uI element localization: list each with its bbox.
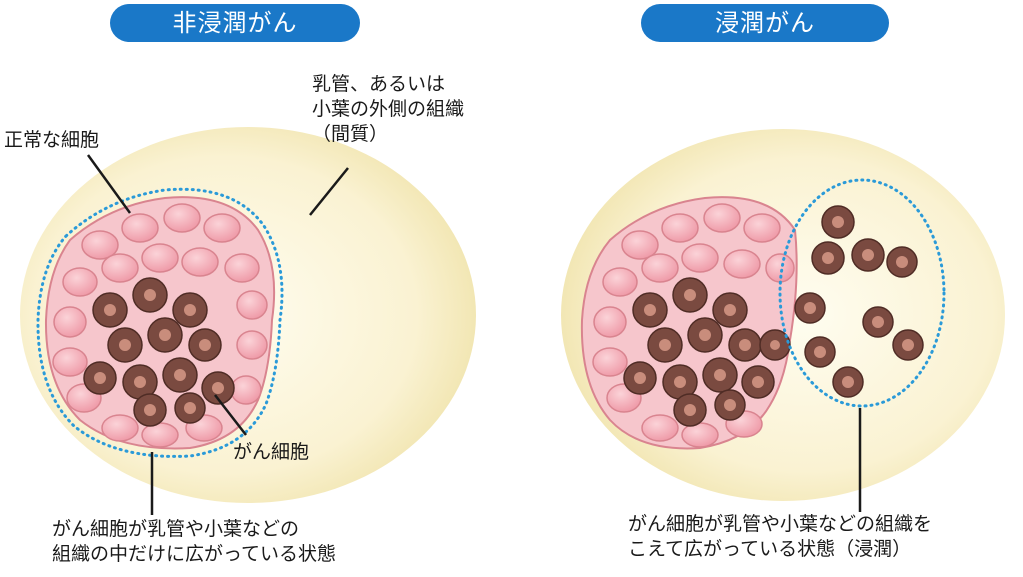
caption-invasive: がん細胞が乳管や小葉などの組織を こえて広がっている状態（浸潤）	[628, 512, 932, 562]
caption-non-invasive-line-1: がん細胞が乳管や小葉などの	[52, 518, 300, 540]
label-stroma-line-3: （間質）	[312, 123, 389, 145]
normal-cells-left	[52, 203, 268, 448]
invading-cancer-cells	[794, 205, 924, 398]
label-stroma-line-1: 乳管、あるいは	[312, 73, 446, 95]
label-stroma: 乳管、あるいは 小葉の外側の組織 （間質）	[312, 72, 464, 147]
leader-lines	[86, 154, 862, 515]
label-cancer-cell: がん細胞	[233, 441, 310, 463]
label-stroma-line-2: 小葉の外側の組織	[312, 98, 465, 120]
invasion-boundary	[778, 178, 946, 408]
caption-invasive-line-1: がん細胞が乳管や小葉などの組織を	[628, 513, 933, 535]
duct-left-boundary	[36, 187, 284, 458]
label-normal-cell: 正常な細胞	[4, 129, 100, 151]
cancer-nuclei-left	[94, 289, 224, 416]
title-non-invasive: 非浸潤がん	[110, 4, 360, 42]
caption-non-invasive: がん細胞が乳管や小葉などの 組織の中だけに広がっている状態	[52, 517, 336, 567]
normal-cells-right	[592, 203, 795, 448]
cancer-cells-left	[83, 277, 235, 427]
caption-invasive-line-2: こえて広がっている状態（浸潤）	[628, 538, 912, 560]
cancer-nuclei-right	[634, 216, 914, 416]
caption-non-invasive-line-2: 組織の中だけに広がっている状態	[52, 543, 337, 565]
title-invasive: 浸潤がん	[641, 4, 889, 42]
